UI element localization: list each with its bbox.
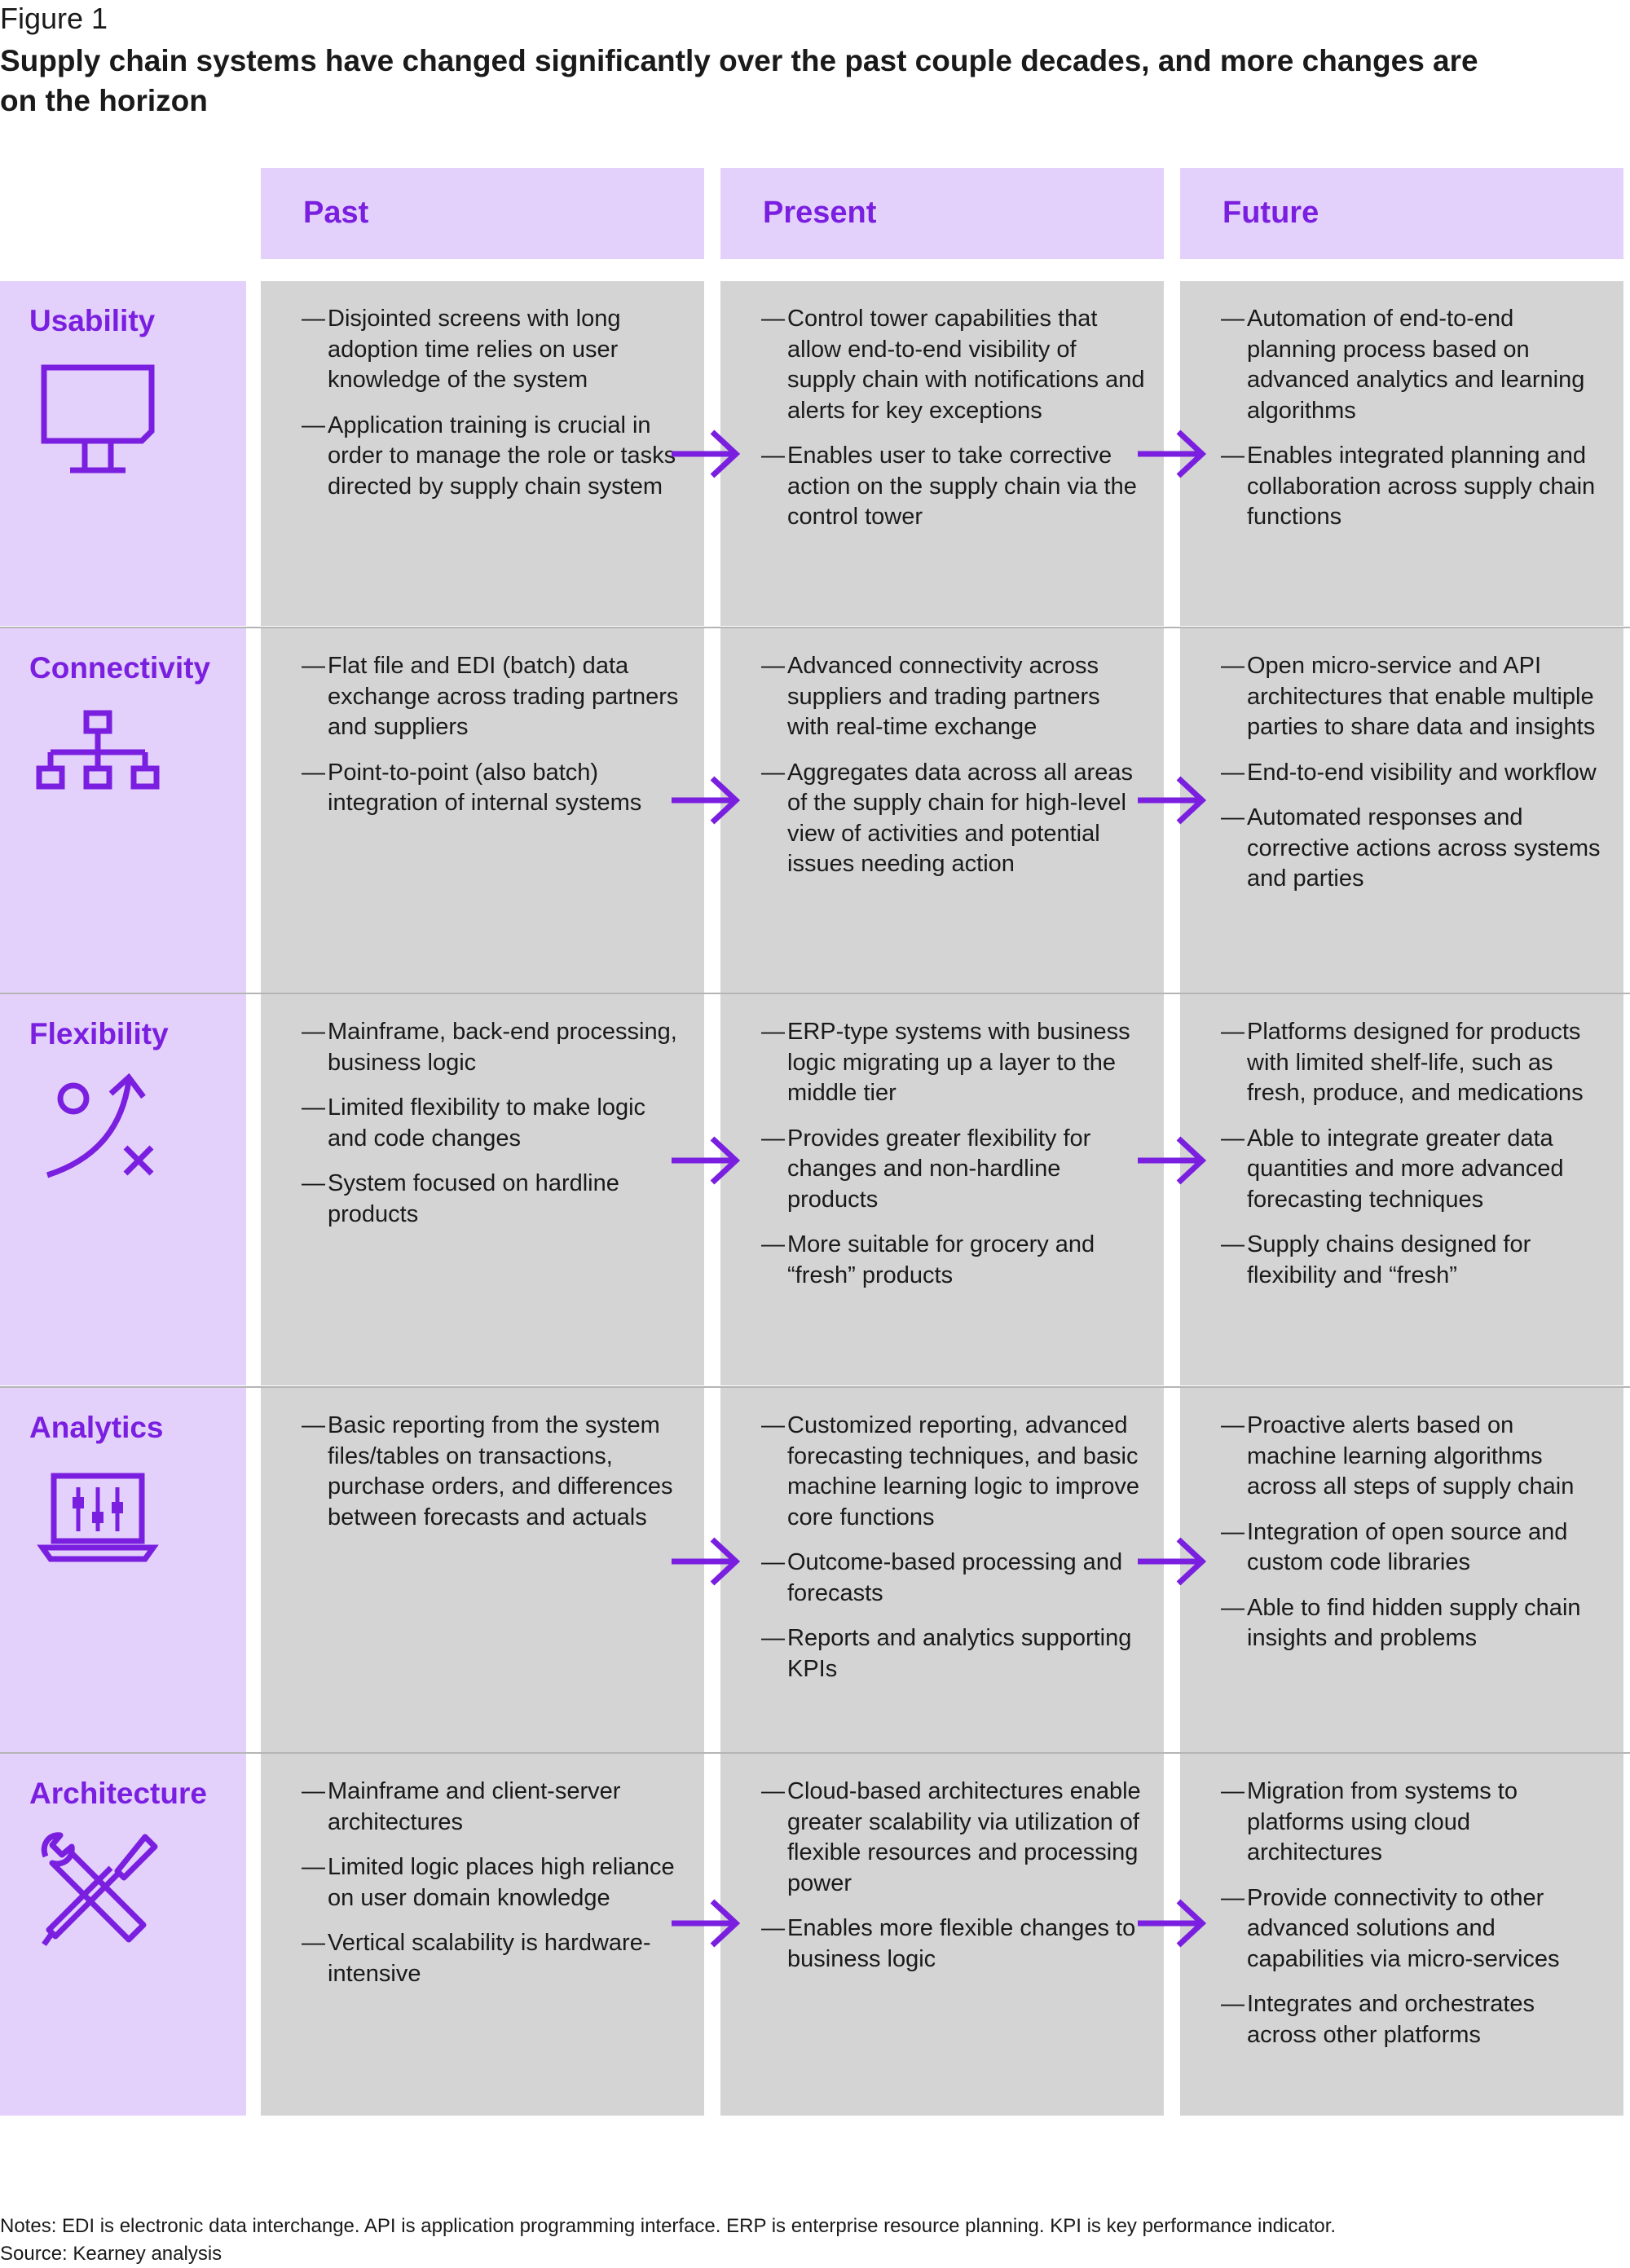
column-header-label: Future bbox=[1222, 196, 1319, 230]
list-item: Limited flexibility to make logic and co… bbox=[302, 1093, 686, 1154]
list-item: Automation of end-to-end planning proces… bbox=[1221, 304, 1606, 426]
row-header-architecture: Architecture bbox=[0, 1754, 246, 2116]
list-item: Able to find hidden supply chain insight… bbox=[1221, 1593, 1606, 1654]
list-item: Control tower capabilities that allow en… bbox=[761, 304, 1146, 426]
list-item: Cloud-based architectures enable greater… bbox=[761, 1777, 1146, 1899]
monitor-icon bbox=[41, 364, 155, 473]
column-header-label: Past bbox=[303, 196, 369, 230]
row-divider bbox=[0, 1386, 1630, 1388]
list-item: Open micro-service and API architectures… bbox=[1221, 651, 1606, 743]
cell-flexibility-past: Mainframe, back-end processing, business… bbox=[261, 994, 704, 1385]
list-item: Migration from systems to platforms usin… bbox=[1221, 1777, 1606, 1869]
figure-title: Supply chain systems have changed signif… bbox=[0, 44, 1478, 117]
column-header-label: Present bbox=[763, 196, 877, 230]
row-title: Architecture bbox=[29, 1777, 207, 1810]
cell-analytics-future: Proactive alerts based on machine learni… bbox=[1180, 1388, 1623, 1752]
arrow-right-icon bbox=[1138, 1537, 1206, 1586]
row-header-flexibility: Flexibility bbox=[0, 994, 246, 1385]
cell-connectivity-past: Flat file and EDI (batch) data exchange … bbox=[261, 628, 704, 993]
list-item: Proactive alerts based on machine learni… bbox=[1221, 1411, 1606, 1503]
list-item: More suitable for grocery and “fresh” pr… bbox=[761, 1230, 1146, 1291]
cell-usability-past: Disjointed screens with long adoption ti… bbox=[261, 281, 704, 626]
list-item: Point-to-point (also batch) integration … bbox=[302, 758, 686, 819]
list-item: Mainframe and client-server architecture… bbox=[302, 1777, 686, 1838]
arrow-right-icon bbox=[1138, 1899, 1206, 1948]
row-divider bbox=[0, 1752, 1630, 1754]
list-item: Able to integrate greater data quantitie… bbox=[1221, 1124, 1606, 1216]
cell-usability-future: Automation of end-to-end planning proces… bbox=[1180, 281, 1623, 626]
arrow-right-icon bbox=[1138, 1136, 1206, 1185]
figure-label: Figure 1 bbox=[0, 2, 108, 35]
cell-flexibility-future: Platforms designed for products with lim… bbox=[1180, 994, 1623, 1385]
list-item: Mainframe, back-end processing, business… bbox=[302, 1017, 686, 1078]
column-header-present: Present bbox=[720, 168, 1164, 259]
list-item: Disjointed screens with long adoption ti… bbox=[302, 304, 686, 396]
list-item: Provides greater flexibility for changes… bbox=[761, 1124, 1146, 1216]
cell-usability-present: Control tower capabilities that allow en… bbox=[720, 281, 1164, 626]
arrow-right-icon bbox=[672, 429, 740, 478]
cell-connectivity-future: Open micro-service and API architectures… bbox=[1180, 628, 1623, 993]
arrow-right-icon bbox=[672, 776, 740, 825]
list-item: Automated responses and corrective actio… bbox=[1221, 803, 1606, 895]
network-hierarchy-icon bbox=[36, 710, 160, 790]
list-item: Flat file and EDI (batch) data exchange … bbox=[302, 651, 686, 743]
cell-flexibility-present: ERP-type systems with business logic mig… bbox=[720, 994, 1164, 1385]
cell-analytics-present: Customized reporting, advanced forecasti… bbox=[720, 1388, 1164, 1752]
list-item: ERP-type systems with business logic mig… bbox=[761, 1017, 1146, 1109]
arrow-right-icon bbox=[672, 1899, 740, 1948]
arrow-right-icon bbox=[1138, 429, 1206, 478]
cell-architecture-past: Mainframe and client-server architecture… bbox=[261, 1754, 704, 2116]
list-item: End-to-end visibility and workflow bbox=[1221, 758, 1606, 789]
cell-analytics-past: Basic reporting from the system files/ta… bbox=[261, 1388, 704, 1752]
cell-architecture-future: Migration from systems to platforms usin… bbox=[1180, 1754, 1623, 2116]
list-item: Enables more flexible changes to busines… bbox=[761, 1913, 1146, 1975]
notes: Notes: EDI is electronic data interchang… bbox=[0, 2215, 1337, 2237]
row-header-analytics: Analytics bbox=[0, 1388, 246, 1752]
row-header-usability: Usability bbox=[0, 281, 246, 626]
list-item: Aggregates data across all areas of the … bbox=[761, 758, 1146, 880]
list-item: Customized reporting, advanced forecasti… bbox=[761, 1411, 1146, 1533]
list-item: Supply chains designed for flexibility a… bbox=[1221, 1230, 1606, 1291]
strategy-play-icon bbox=[46, 1072, 154, 1178]
list-item: Provide connectivity to other advanced s… bbox=[1221, 1883, 1606, 1975]
wrench-screwdriver-icon bbox=[41, 1832, 158, 1947]
arrow-right-icon bbox=[672, 1537, 740, 1586]
row-title: Analytics bbox=[29, 1411, 164, 1444]
list-item: System focused on hardline products bbox=[302, 1169, 686, 1230]
column-header-past: Past bbox=[261, 168, 704, 259]
row-divider bbox=[0, 993, 1630, 994]
list-item: Limited logic places high reliance on us… bbox=[302, 1852, 686, 1913]
source: Source: Kearney analysis bbox=[0, 2243, 222, 2265]
list-item: Enables user to take corrective action o… bbox=[761, 441, 1146, 533]
list-item: Advanced connectivity across suppliers a… bbox=[761, 651, 1146, 743]
row-title: Usability bbox=[29, 304, 156, 337]
arrow-right-icon bbox=[672, 1136, 740, 1185]
list-item: Vertical scalability is hardware-intensi… bbox=[302, 1928, 686, 1989]
list-item: Reports and analytics supporting KPIs bbox=[761, 1623, 1146, 1684]
arrow-right-icon bbox=[1138, 776, 1206, 825]
column-header-future: Future bbox=[1180, 168, 1623, 259]
list-item: Basic reporting from the system files/ta… bbox=[302, 1411, 686, 1533]
row-divider bbox=[0, 627, 1630, 628]
list-item: Platforms designed for products with lim… bbox=[1221, 1017, 1606, 1109]
row-header-connectivity: Connectivity bbox=[0, 628, 246, 993]
list-item: Integrates and orchestrates across other… bbox=[1221, 1989, 1606, 2050]
list-item: Outcome-based processing and forecasts bbox=[761, 1548, 1146, 1609]
laptop-sliders-icon bbox=[37, 1473, 159, 1562]
cell-architecture-present: Cloud-based architectures enable greater… bbox=[720, 1754, 1164, 2116]
list-item: Enables integrated planning and collabor… bbox=[1221, 441, 1606, 533]
cell-connectivity-present: Advanced connectivity across suppliers a… bbox=[720, 628, 1164, 993]
list-item: Integration of open source and custom co… bbox=[1221, 1517, 1606, 1579]
list-item: Application training is crucial in order… bbox=[302, 411, 686, 503]
row-title: Flexibility bbox=[29, 1017, 169, 1050]
row-title: Connectivity bbox=[29, 651, 211, 685]
